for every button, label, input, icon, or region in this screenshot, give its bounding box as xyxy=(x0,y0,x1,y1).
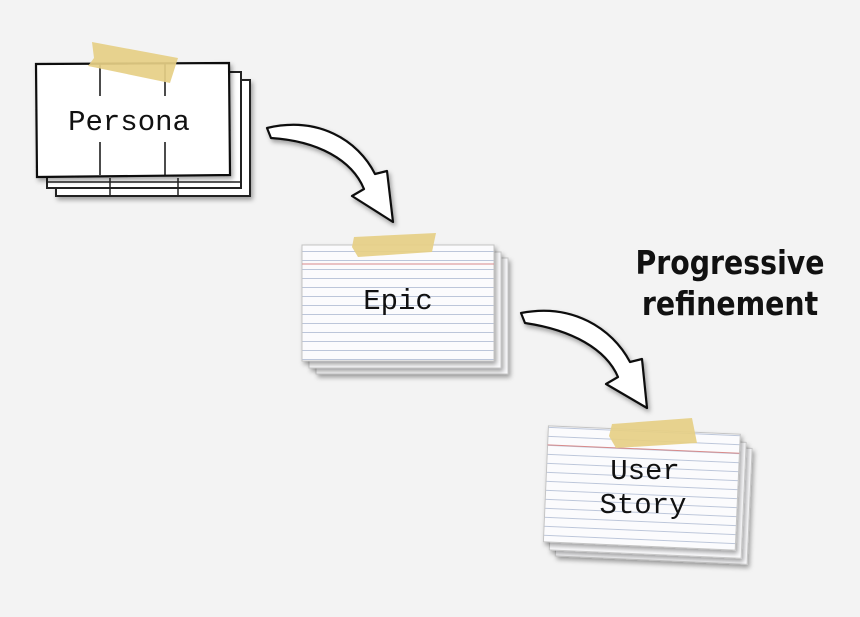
persona-tape xyxy=(88,42,178,83)
persona-card-front: Persona xyxy=(34,61,232,179)
user-story-card-front xyxy=(542,425,741,551)
headline: Progressive refinement xyxy=(629,242,832,324)
headline-line2: refinement xyxy=(641,284,819,323)
user-story-tape xyxy=(609,418,697,448)
user-story-label-line2: Story xyxy=(599,489,686,522)
user-story-card-stack: User Story xyxy=(542,418,753,565)
epic-label: Epic xyxy=(363,285,433,318)
headline-line1: Progressive xyxy=(635,243,825,282)
epic-tape xyxy=(352,233,436,257)
arrow-persona-to-epic xyxy=(265,123,395,224)
user-story-label-line1: User xyxy=(610,455,680,488)
persona-card-stack: Persona xyxy=(34,42,251,197)
epic-card-front: Epic xyxy=(301,244,495,362)
epic-card-stack: Epic xyxy=(301,233,509,375)
arrow-epic-to-user-story xyxy=(519,309,649,410)
persona-label: Persona xyxy=(68,106,190,139)
